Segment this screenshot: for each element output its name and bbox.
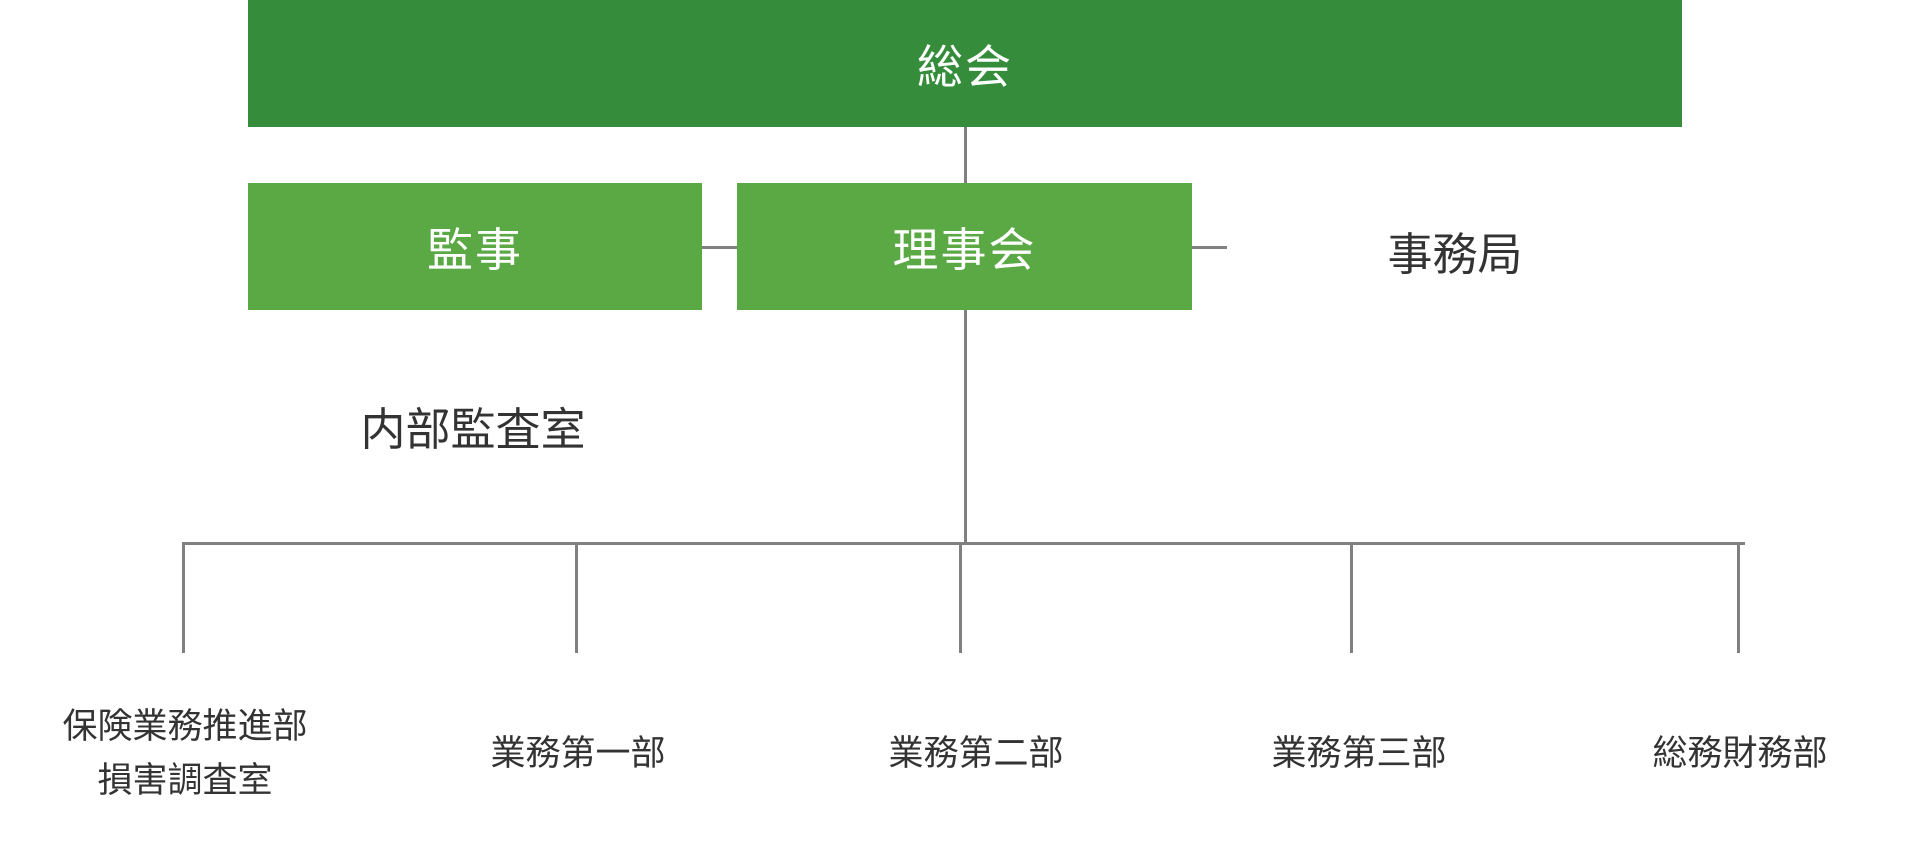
department-label-3: 業務第二部 [888, 734, 1064, 774]
auditor-label: 監事 [427, 222, 523, 277]
department-label-4: 業務第三部 [1271, 734, 1447, 774]
department-label-1-line2: 損害調査室 [97, 761, 273, 801]
department-label-1: 保険業務推進部 損害調査室 [40, 700, 330, 808]
board-box: 理事会 [737, 183, 1192, 310]
general-meeting-box: 総会 [248, 0, 1682, 127]
auditor-box: 監事 [248, 183, 702, 310]
connector-drop-dept-3 [959, 542, 962, 653]
department-label-2: 業務第一部 [490, 734, 666, 774]
connector-board-trunk [964, 310, 967, 544]
general-meeting-label: 総会 [917, 39, 1013, 94]
board-label: 理事会 [892, 222, 1037, 277]
department-label-1-line1: 保険業務推進部 [62, 707, 308, 747]
connector-board-to-secretariat [1192, 246, 1227, 249]
connector-drop-dept-4 [1350, 542, 1353, 653]
secretariat-label: 事務局 [1387, 228, 1523, 281]
connector-horizontal-bar [182, 542, 1745, 545]
connector-drop-dept-2 [575, 542, 578, 653]
department-label-5: 総務財務部 [1652, 734, 1828, 774]
connector-auditor-to-board [702, 246, 737, 249]
connector-drop-dept-5 [1737, 542, 1740, 653]
connector-drop-dept-1 [182, 542, 185, 653]
connector-top-to-board [964, 127, 967, 183]
internal-audit-label: 内部監査室 [360, 403, 586, 456]
